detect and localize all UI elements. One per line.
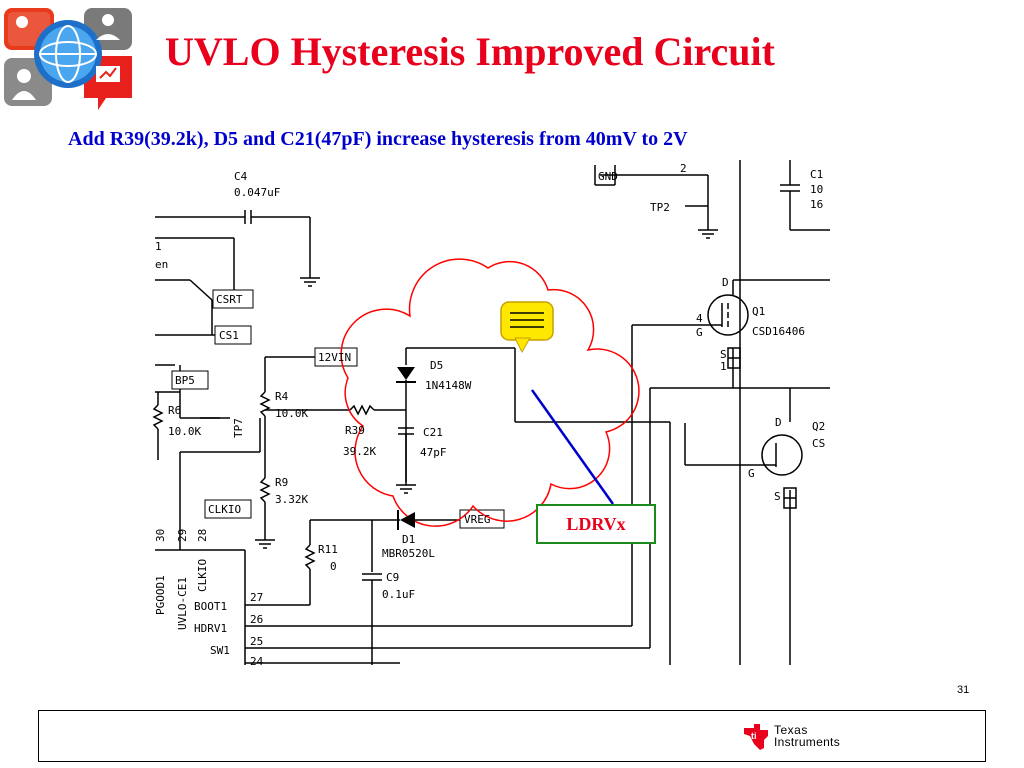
r4-label: R4 — [275, 390, 289, 403]
gnd-label: GND — [598, 170, 618, 183]
pin-26: 26 — [250, 613, 263, 626]
sw1-label: SW1 — [210, 644, 230, 657]
clkio-pin-label: CLKIO — [196, 559, 209, 592]
page-number: 31 — [957, 684, 970, 696]
ti-brand-line2: Instruments — [774, 735, 840, 749]
q1-gate-pin: 4 — [696, 312, 703, 325]
q1-source-pin: 1 — [720, 360, 727, 373]
tp2-label: TP2 — [650, 201, 670, 214]
r39-label: R39 — [345, 424, 365, 437]
ti-map-icon: ti — [744, 724, 768, 750]
circuit-schematic: C4 0.047uF GND 2 TP2 C1 10 16 1 en CSRT … — [152, 160, 830, 665]
q1-value: CSD16406 — [752, 325, 805, 338]
c4-value: 0.047uF — [234, 186, 280, 199]
r11-value: 0 — [330, 560, 337, 573]
ti-brand-line1: Texas — [774, 723, 808, 737]
pin-27: 27 — [250, 591, 263, 604]
q2-label: Q2 — [812, 420, 825, 433]
u1-pin1: 1 — [155, 240, 162, 253]
c21-label: C21 — [423, 426, 443, 439]
pin-29: 29 — [176, 529, 189, 542]
r9-label: R9 — [275, 476, 288, 489]
r39-value: 39.2K — [343, 445, 376, 458]
uvlo-label: UVLO-CE1 — [176, 577, 189, 630]
c1-value1: 10 — [810, 183, 823, 196]
d1-value: MBR0520L — [382, 547, 435, 560]
d5-value: 1N4148W — [425, 379, 472, 392]
pin-30: 30 — [154, 529, 167, 542]
footer-bar — [38, 710, 986, 762]
r11-label: R11 — [318, 543, 338, 556]
pgood1-label: PGOOD1 — [154, 575, 167, 615]
d1-label: D1 — [402, 533, 415, 546]
q1-label: Q1 — [752, 305, 765, 318]
r4-value: 10.0K — [275, 407, 308, 420]
c9-value: 0.1uF — [382, 588, 415, 601]
r9-value: 3.32K — [275, 493, 308, 506]
tp7-label: TP7 — [232, 418, 245, 438]
note-icon — [500, 301, 554, 354]
q1-drain: D — [722, 276, 729, 289]
hdrv1-label: HDRV1 — [194, 622, 227, 635]
q2-drain: D — [775, 416, 782, 429]
page-subtitle: Add R39(39.2k), D5 and C21(47pF) increas… — [68, 128, 688, 150]
q2-source: S — [774, 490, 781, 503]
pin-25: 25 — [250, 635, 263, 648]
c4-label: C4 — [234, 170, 248, 183]
c21-value: 47pF — [420, 446, 447, 459]
svg-text:ti: ti — [751, 731, 757, 741]
csrt-label: CSRT — [216, 293, 243, 306]
r6-value: 10.0K — [168, 425, 201, 438]
clkio-label: CLKIO — [208, 503, 241, 516]
r6-label: R6 — [168, 404, 181, 417]
cs1-label: CS1 — [219, 329, 239, 342]
pin-24: 24 — [250, 655, 264, 665]
bp5-label: BP5 — [175, 374, 195, 387]
logo-globe-people-icon — [4, 8, 132, 110]
ti-logo: ti Texas Instruments — [742, 722, 840, 750]
pin-28: 28 — [196, 529, 209, 542]
d5-label: D5 — [430, 359, 443, 372]
callout-arrow — [530, 389, 615, 505]
12vin-label: 12VIN — [318, 351, 351, 364]
u1-en: en — [155, 258, 168, 271]
boot1-label: BOOT1 — [194, 600, 227, 613]
ldrvx-callout: LDRVx — [536, 504, 656, 544]
q1-source: S — [720, 348, 727, 361]
c1-label: C1 — [810, 168, 823, 181]
vreg-label: VREG — [464, 513, 491, 526]
c9-label: C9 — [386, 571, 399, 584]
highlight-cloud — [340, 258, 640, 527]
c1-value2: 16 — [810, 198, 823, 211]
page-title: UVLO Hysteresis Improved Circuit — [165, 29, 775, 74]
q2-value: CS — [812, 437, 825, 450]
q2-gate: G — [748, 467, 755, 480]
pin-2: 2 — [680, 162, 687, 175]
q1-gate: G — [696, 326, 703, 339]
